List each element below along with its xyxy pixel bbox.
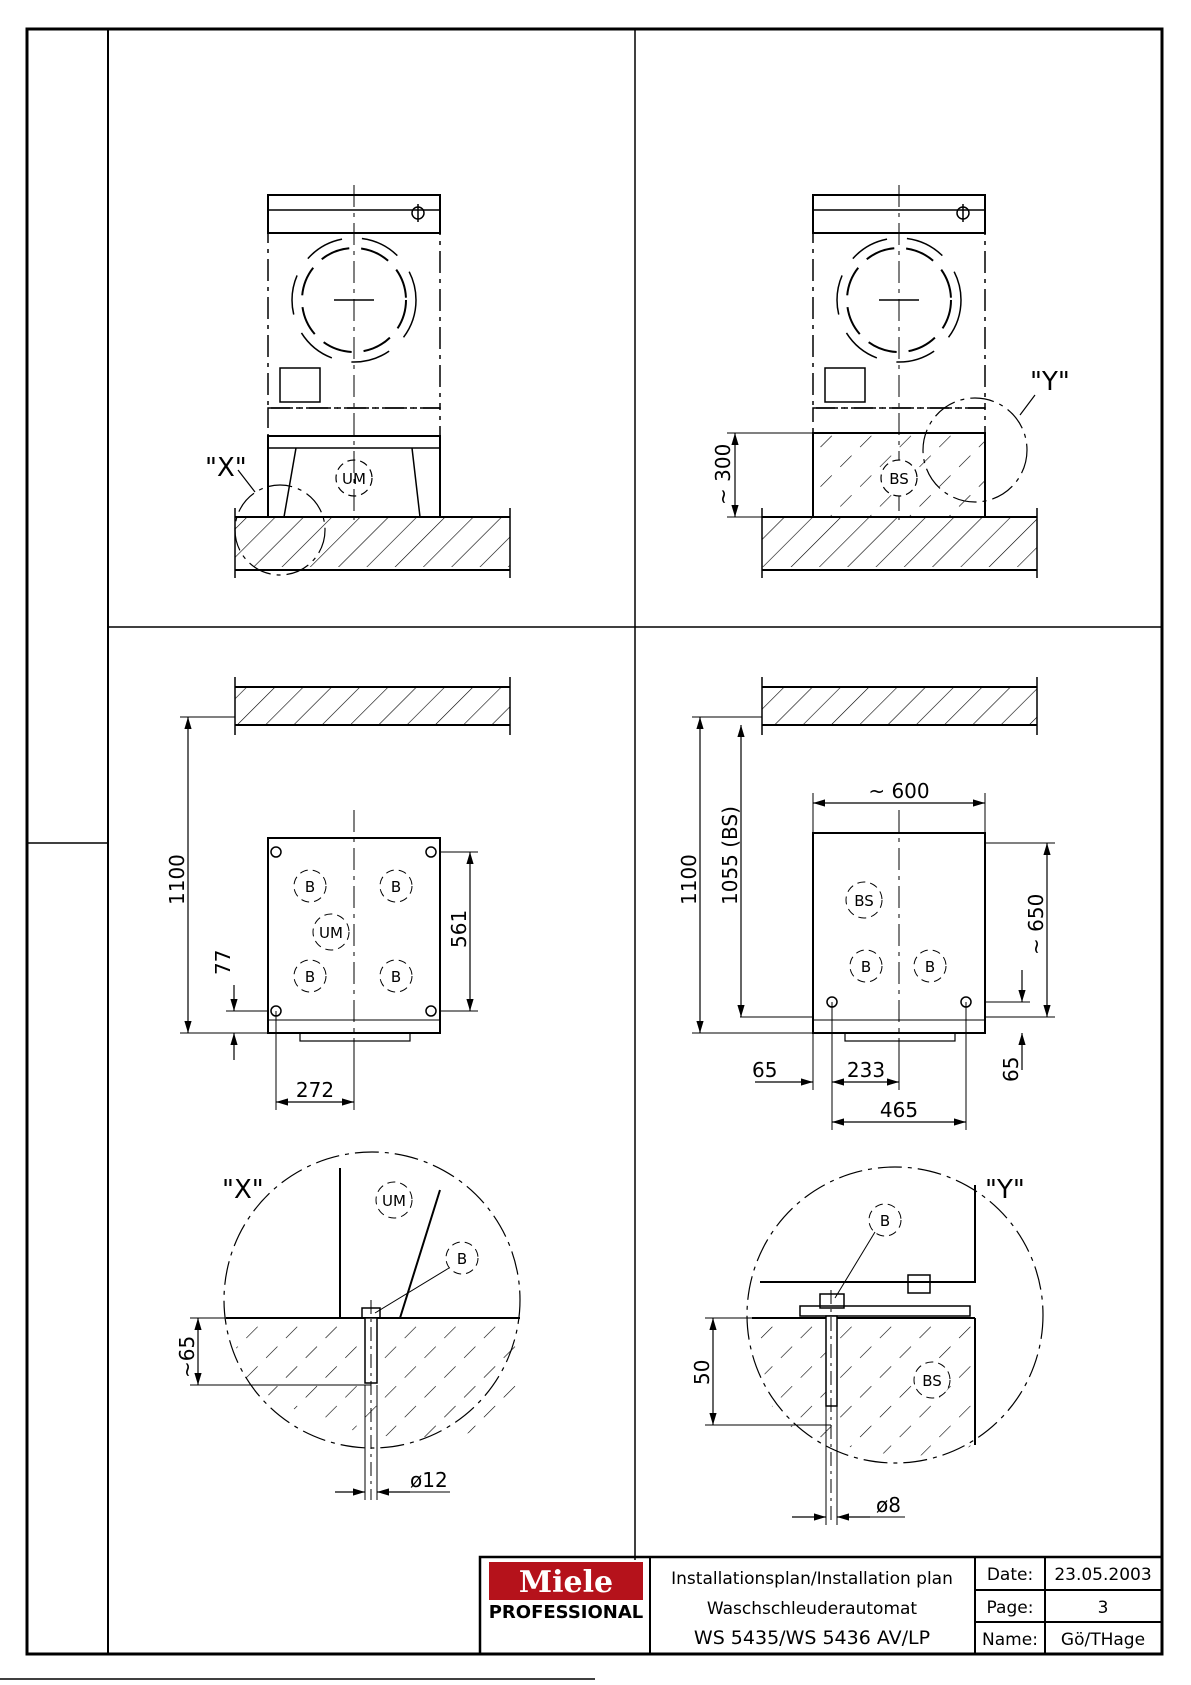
svg-text:B: B <box>925 958 935 976</box>
base-tag-bs: BS <box>889 470 909 488</box>
plan-title: Installationsplan/Installation plan <box>671 1569 953 1589</box>
detail-y-callout: "Y" <box>1030 367 1070 397</box>
plan-view-right: BS B B 1100 1055 (BS) ~ 600 ~ 650 65 6 <box>677 677 1055 1130</box>
detail-y-depth-dim: 50 <box>690 1360 714 1385</box>
base-tag-um: UM <box>342 470 366 488</box>
plan-left-wall-dim: 1100 <box>165 854 189 905</box>
plan-right-width-dim: ~ 600 <box>868 779 929 803</box>
svg-text:B: B <box>457 1250 467 1268</box>
model-name: WS 5435/WS 5436 AV/LP <box>694 1627 930 1649</box>
professional-text: PROFESSIONAL <box>489 1602 644 1623</box>
svg-text:B: B <box>880 1212 890 1230</box>
plan-left-depth-dim: 561 <box>447 910 471 948</box>
svg-text:B: B <box>305 968 315 986</box>
svg-text:BS: BS <box>854 892 874 910</box>
detail-x-callout: "X" <box>205 453 247 483</box>
plan-right-bolt-dim: 233 <box>847 1058 885 1082</box>
svg-text:BS: BS <box>922 1372 942 1390</box>
front-view-right: BS ~ 300 "Y" <box>711 185 1070 578</box>
svg-text:"X": "X" <box>222 1175 264 1205</box>
plan-left-edge-dim: 77 <box>211 950 235 975</box>
date-value: 23.05.2003 <box>1054 1565 1151 1585</box>
detail-y: "Y" B BS 50 ø8 <box>690 1167 1043 1525</box>
plan-right-wall-dim: 1100 <box>677 854 701 905</box>
logo-text: Miele <box>519 1565 613 1600</box>
product-name: Waschschleuderautomat <box>707 1599 918 1619</box>
title-block: Miele PROFESSIONAL Installationsplan/Ins… <box>480 1557 1162 1654</box>
plan-right-bolt-span: 465 <box>880 1098 918 1122</box>
detail-y-diameter: ø8 <box>876 1493 901 1517</box>
name-label: Name: <box>982 1630 1038 1650</box>
svg-text:B: B <box>391 878 401 896</box>
front-view-left: UM "X" <box>205 185 510 578</box>
plan-left-width-dim: 272 <box>296 1078 334 1102</box>
detail-x-diameter: ø12 <box>410 1468 448 1492</box>
frame <box>0 29 1162 1679</box>
name-value: Gö/THage <box>1061 1630 1145 1650</box>
detail-x: "X" UM B ~65 ø12 <box>175 1152 520 1500</box>
date-label: Date: <box>987 1565 1033 1585</box>
plan-view-left: B B UM B B 1100 561 77 272 <box>165 677 510 1110</box>
plan-right-edge-dim: 65 <box>999 1057 1023 1082</box>
front-height-dim: ~ 300 <box>711 444 735 505</box>
page-label: Page: <box>987 1598 1034 1618</box>
svg-text:UM: UM <box>382 1192 406 1210</box>
plan-right-depth-dim: ~ 650 <box>1024 894 1048 955</box>
svg-text:UM: UM <box>319 924 343 942</box>
svg-text:B: B <box>861 958 871 976</box>
page-value: 3 <box>1098 1598 1109 1618</box>
detail-x-depth-dim: ~65 <box>175 1336 199 1378</box>
plan-right-bs-dim: 1055 (BS) <box>718 806 742 905</box>
plan-right-bolt-edge: 65 <box>752 1058 777 1082</box>
svg-text:B: B <box>305 878 315 896</box>
svg-text:B: B <box>391 968 401 986</box>
svg-text:"Y": "Y" <box>985 1175 1025 1205</box>
